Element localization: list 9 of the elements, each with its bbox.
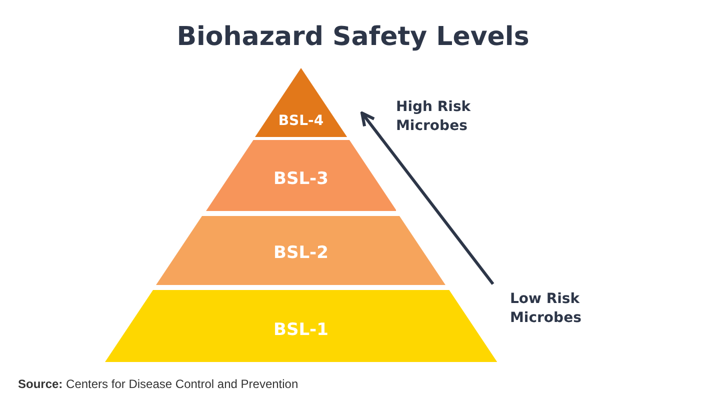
- level-label: BSL-4: [277, 113, 325, 129]
- arrow: [360, 112, 494, 285]
- risk-label: Low Risk Microbes: [510, 290, 600, 328]
- source-caption: Source: Centers for Disease Control and Prevention: [18, 377, 298, 391]
- risk-label: High Risk Microbes: [396, 98, 486, 136]
- level-label: BSL-2: [272, 243, 330, 263]
- diagram-title: Biohazard Safety Levels: [176, 22, 530, 52]
- level-label: BSL-1: [272, 320, 330, 340]
- level-label: BSL-3: [272, 169, 330, 189]
